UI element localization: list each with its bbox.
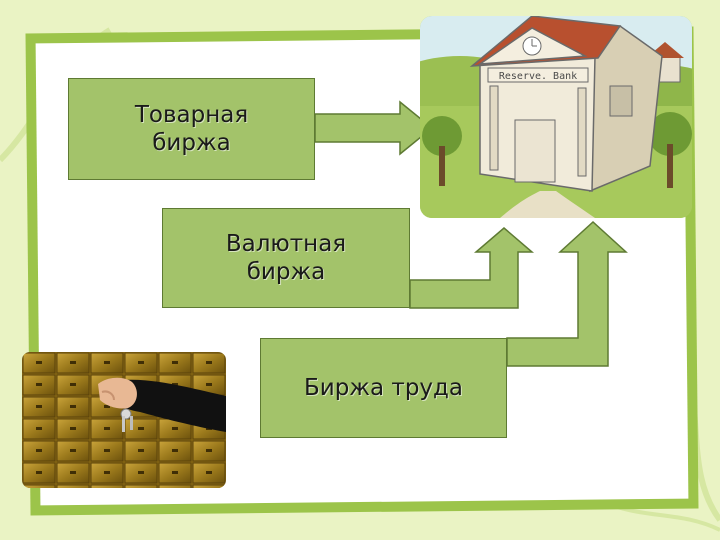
box-labor-exchange: Биржа труда [260,338,507,438]
bank-sign: Reserve. Bank [499,71,577,82]
bank-icon: Reserve. Bank [420,16,692,218]
arrow-commodity-to-bank [315,102,432,154]
box-commodity-exchange: Товарная биржа [68,78,315,180]
box-currency-exchange-label: Валютная биржа [226,230,346,286]
box-currency-exchange: Валютная биржа [162,208,410,308]
safe-deposit-icon [22,352,226,488]
safe-deposit-photo [22,352,226,488]
bank-illustration: Reserve. Bank [420,16,692,218]
arrow-currency-to-bank [410,228,532,308]
box-labor-exchange-label: Биржа труда [304,374,463,402]
arrow-labor-to-bank [507,222,626,366]
box-commodity-exchange-label: Товарная биржа [135,101,248,157]
